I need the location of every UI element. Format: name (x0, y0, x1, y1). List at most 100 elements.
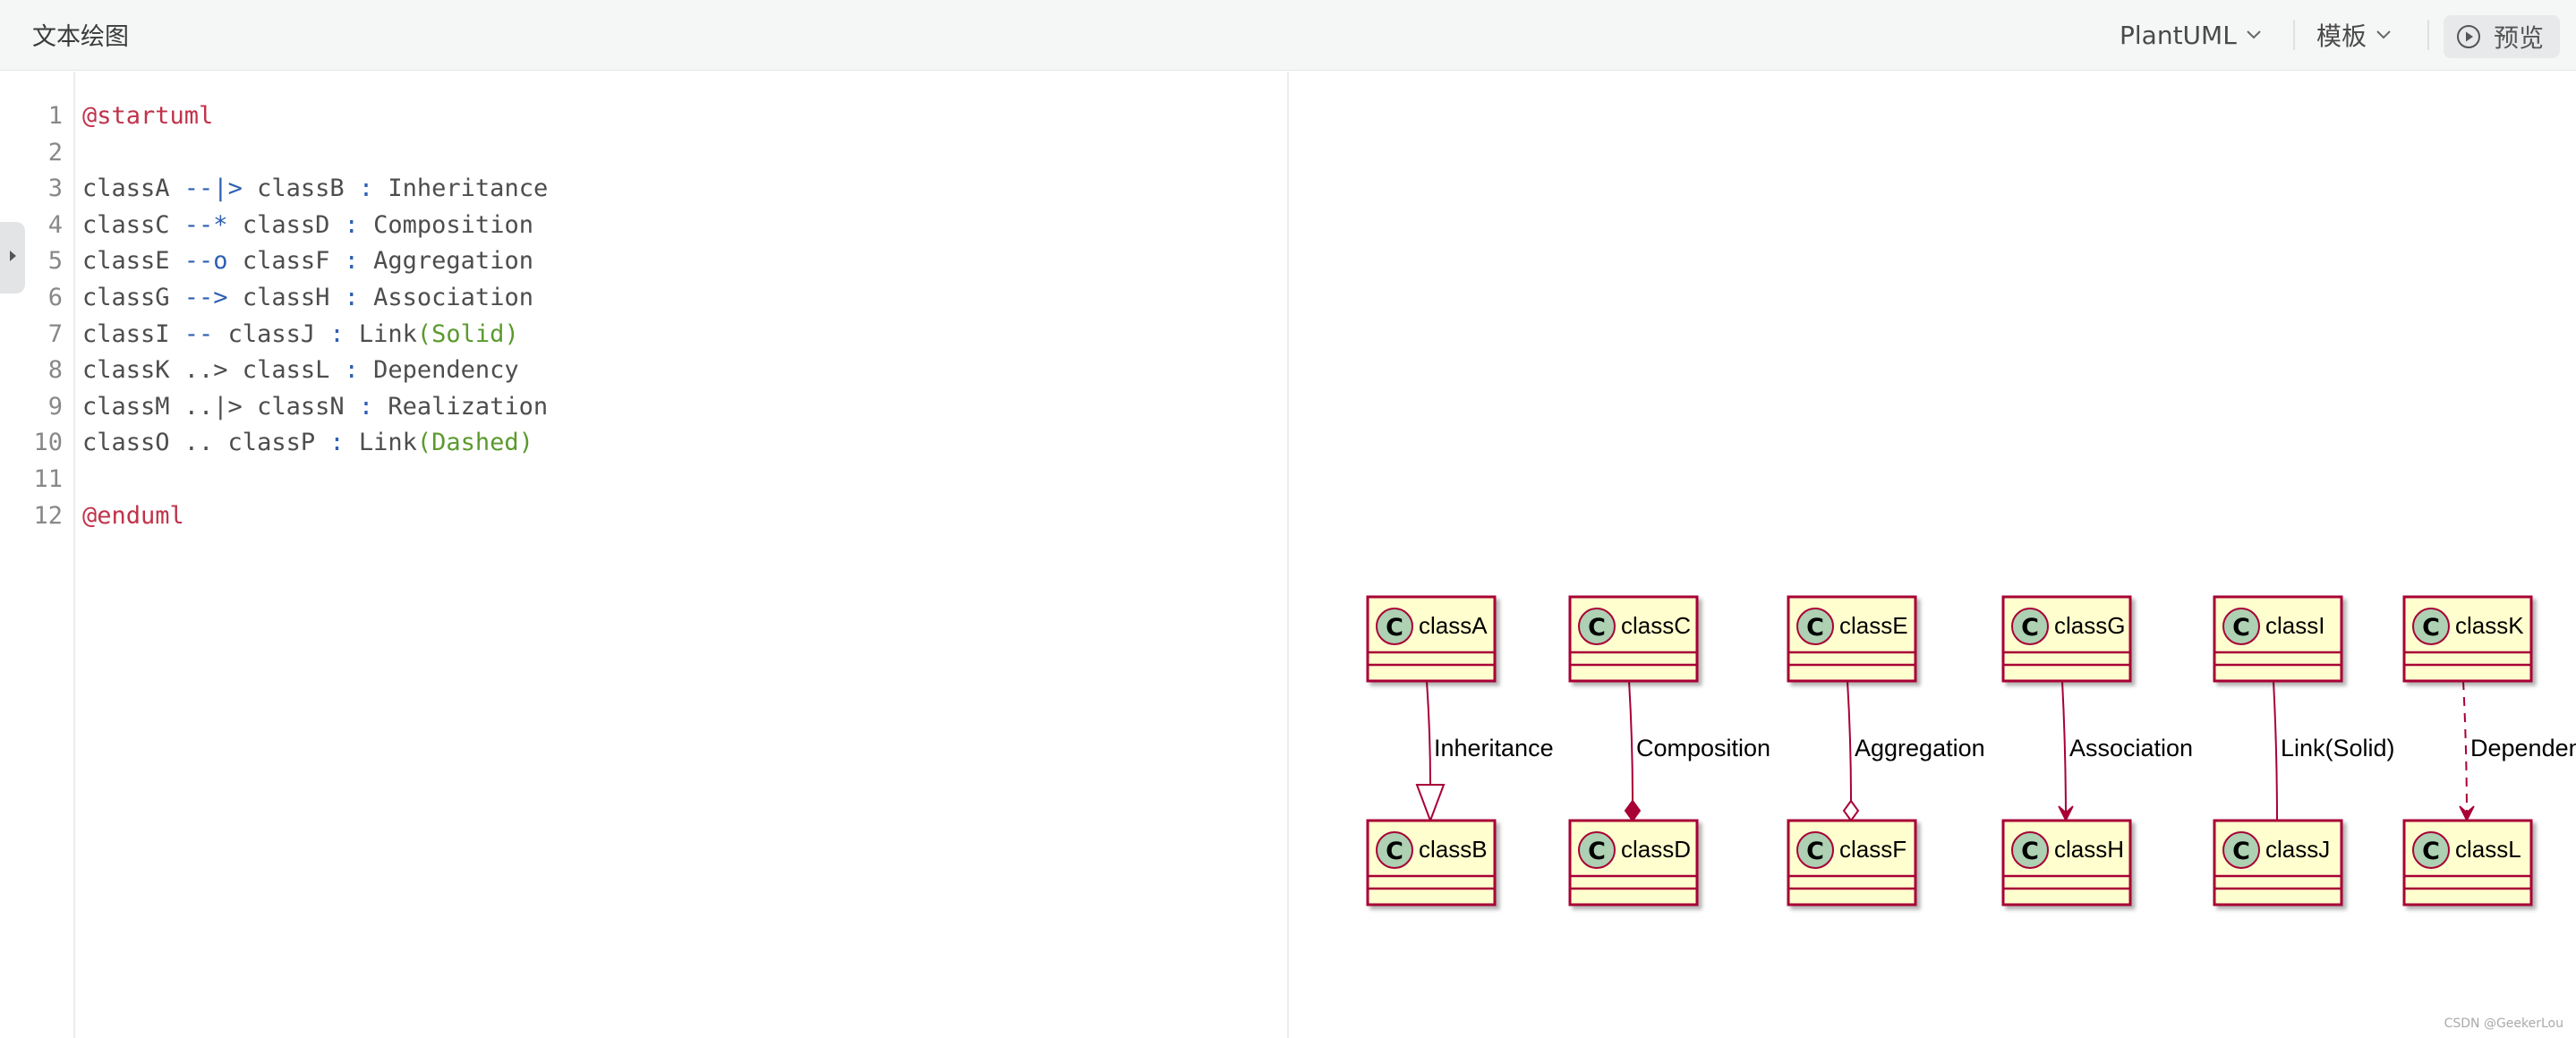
code-content[interactable]: @startuml​classA --|> classB : Inheritan… (82, 98, 548, 534)
class-name: classJ (2265, 836, 2330, 863)
line-number: 10 (33, 429, 63, 457)
class-stereotype-letter: C (2422, 614, 2440, 642)
relation-label: Association (2069, 735, 2193, 761)
code-line[interactable]: classM ..|> classN : Realization (82, 392, 549, 421)
app-title: 文本绘图 (32, 23, 129, 51)
relation-dependency: Dependency (2459, 680, 2576, 822)
code-line[interactable]: ​ (82, 462, 548, 498)
class-stereotype-letter: C (1806, 838, 1824, 865)
line-number: 12 (33, 501, 63, 530)
inheritance-arrowhead (1415, 784, 1446, 823)
arrowhead (2459, 805, 2475, 822)
class-name: classE (1839, 612, 1908, 639)
chevron-down-icon (2376, 30, 2392, 40)
language-dropdown[interactable]: PlantUML (2120, 16, 2262, 54)
line-number: 6 (47, 283, 63, 311)
line-number: 7 (47, 319, 63, 348)
relation-label: Dependency (2470, 735, 2576, 761)
template-label: 模板 (2316, 21, 2367, 51)
line-number: 9 (47, 392, 63, 421)
class-name: classL (2455, 836, 2521, 863)
code-line[interactable]: classK ..> classL : Dependency (82, 356, 519, 385)
class-stereotype-letter: C (1386, 614, 1403, 642)
class-stereotype-letter: C (2232, 614, 2250, 642)
relation-link: Link(Solid) (2273, 680, 2395, 821)
relation-label: Link(Solid) (2281, 735, 2395, 761)
class-name: classK (2455, 612, 2524, 639)
sidebar-toggle-button[interactable] (0, 222, 25, 294)
code-line[interactable]: @enduml (82, 501, 184, 530)
code-line[interactable]: classO .. classP : Link(Dashed) (82, 429, 533, 457)
line-number: 4 (47, 210, 63, 239)
relation-inheritance: Inheritance (1415, 680, 1554, 823)
relation-association: Association (2058, 680, 2193, 822)
relation-line (2462, 680, 2468, 821)
chevron-down-icon (2246, 30, 2262, 40)
class-stereotype-letter: C (1588, 838, 1606, 865)
template-dropdown[interactable]: 模板 (2316, 16, 2392, 54)
top-bar: 文本绘图 PlantUML 模板 预览 (0, 0, 2576, 71)
class-stereotype-letter: C (1806, 614, 1824, 642)
class-stereotype-letter: C (1588, 614, 1606, 642)
arrowhead (2058, 805, 2074, 822)
code-line[interactable]: @startuml (82, 102, 214, 130)
class-stereotype-letter: C (2422, 838, 2440, 865)
line-number: 8 (47, 356, 63, 385)
class-name: classG (2054, 612, 2125, 639)
code-line[interactable]: ​ (82, 135, 548, 172)
class-name: classF (1839, 836, 1906, 863)
preview-button[interactable]: 预览 (2444, 15, 2560, 58)
class-stereotype-letter: C (2232, 838, 2250, 865)
code-line[interactable]: classI -- classJ : Link(Solid) (82, 319, 519, 348)
class-name: classD (1621, 836, 1691, 863)
class-stereotype-letter: C (2021, 614, 2039, 642)
line-number: 5 (47, 247, 63, 276)
class-stereotype-letter: C (1386, 838, 1403, 865)
relation-line (1847, 680, 1852, 802)
code-line[interactable]: classG --> classH : Association (82, 283, 533, 311)
line-number: 2 (47, 138, 63, 166)
class-name: classH (2054, 836, 2124, 863)
toolbar-divider (2293, 20, 2295, 50)
relation-line (1628, 680, 1633, 802)
class-name: classC (1621, 612, 1691, 639)
relation-line (1426, 680, 1431, 786)
aggregation-diamond (1842, 799, 1860, 822)
chevron-right-icon (7, 248, 18, 268)
relation-label: Composition (1636, 735, 1770, 761)
line-number: 11 (33, 464, 63, 493)
relation-line (2273, 680, 2278, 821)
class-name: classI (2265, 612, 2324, 639)
class-stereotype-letter: C (2021, 838, 2039, 865)
language-label: PlantUML (2120, 20, 2237, 50)
relation-aggregation: Aggregation (1842, 680, 1985, 822)
toolbar-divider (2427, 20, 2429, 50)
relation-composition: Composition (1624, 680, 1770, 822)
code-line[interactable]: classC --* classD : Composition (82, 210, 533, 239)
line-number: 1 (47, 102, 63, 130)
composition-diamond (1624, 799, 1642, 822)
relation-line (2061, 680, 2067, 821)
play-circle-icon (2456, 24, 2481, 49)
preview-label: 预览 (2494, 23, 2545, 53)
line-number: 3 (47, 174, 63, 203)
code-line[interactable]: classA --|> classB : Inheritance (82, 174, 549, 203)
code-line[interactable]: classE --o classF : Aggregation (82, 247, 533, 276)
relation-label: Inheritance (1434, 735, 1554, 761)
